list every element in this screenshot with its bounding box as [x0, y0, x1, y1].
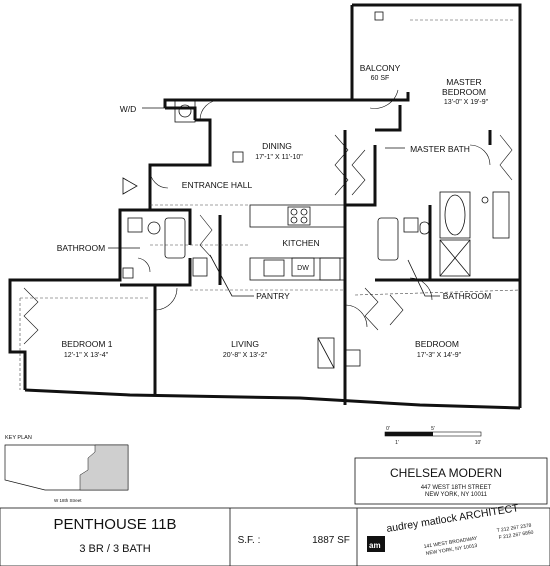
- key-plan-title: KEY PLAN: [5, 435, 32, 441]
- fixtures: [122, 11, 510, 369]
- entrance-hall-label: ENTRANCE HALL: [182, 180, 253, 190]
- key-plan: KEY PLAN W 18th Street: [4, 435, 129, 503]
- bedroom-dims: 17'-3" X 14'-9": [417, 352, 462, 359]
- wd-label: W/D: [120, 104, 137, 114]
- scale-1: 1': [395, 440, 399, 446]
- title-block: CHELSEA MODERN 447 WEST 18TH STREET NEW …: [0, 457, 550, 566]
- sink-icon: [263, 259, 285, 277]
- pantry-label: PANTRY: [256, 291, 290, 301]
- toilet-icon: [419, 221, 430, 235]
- balcony-label: BALCONY: [360, 63, 401, 73]
- doors: [23, 89, 513, 345]
- master-bath-label: MASTER BATH: [410, 144, 470, 154]
- master-bedroom-label: MASTER: [446, 77, 481, 87]
- sink-icon: [127, 217, 143, 233]
- kitchen-label: KITCHEN: [282, 238, 319, 248]
- dining-label: DINING: [262, 141, 292, 151]
- building-address-2: NEW YORK, NY 10011: [425, 492, 488, 498]
- bathtub-icon: [444, 194, 466, 236]
- master-bedroom-label-2: BEDROOM: [442, 87, 486, 97]
- column-icon: [122, 267, 134, 279]
- living-dims: 20'-8" X 13'-2": [223, 352, 268, 359]
- room-labels: BALCONY 60 SF MASTER BEDROOM 13'-0" X 19…: [57, 63, 491, 359]
- toilet-icon: [147, 221, 161, 235]
- scale-10: 10': [475, 440, 482, 446]
- dining-dims: 17'-1" X 11'-10": [255, 154, 303, 161]
- scale-5: 5': [431, 426, 435, 432]
- bathtub-icon: [164, 217, 186, 259]
- master-bedroom-dims: 13'-0" X 19'-9": [444, 99, 489, 106]
- washer-dryer-icon: [174, 99, 196, 123]
- balcony-area: 60 SF: [371, 75, 390, 82]
- unit-title: PENTHOUSE 11B: [53, 516, 176, 533]
- bedroom1-label: BEDROOM 1: [61, 339, 112, 349]
- unit-subtitle: 3 BR / 3 BATH: [79, 543, 150, 555]
- living-label: LIVING: [231, 339, 259, 349]
- entrance-arrow-icon: [122, 177, 138, 195]
- bathtub-icon: [377, 217, 399, 261]
- scale-0: 0': [386, 426, 390, 432]
- column-icon: [374, 11, 384, 21]
- leader-lines: [108, 107, 440, 297]
- interior-walls: [120, 105, 520, 405]
- building-name: CHELSEA MODERN: [390, 466, 502, 480]
- dishwasher-icon: [291, 257, 315, 277]
- dashed-lines: [19, 19, 521, 390]
- architect-phone: T 212 267 2378: [496, 523, 532, 534]
- column-icon: [317, 337, 335, 369]
- exterior-walls: [8, 3, 522, 410]
- bathroom-right-label: BATHROOM: [443, 291, 491, 301]
- vanity-icon: [492, 191, 510, 239]
- scale-bar: 0' 5' 1' 10': [384, 426, 482, 446]
- sf-label: S.F. :: [238, 535, 261, 546]
- logo-letters: am: [369, 541, 381, 550]
- architect-fax: F 212 267 6850: [498, 530, 534, 541]
- bathroom-left-label: BATHROOM: [57, 243, 105, 253]
- am-logo-icon: [367, 536, 385, 552]
- sf-value: 1887 SF: [312, 535, 350, 546]
- shower-icon: [439, 239, 471, 277]
- key-plan-street: W 18th Street: [54, 498, 82, 503]
- bedroom1-dims: 12'-1" X 13'-4": [64, 352, 109, 359]
- column-icon: [232, 151, 244, 163]
- bedroom-label: BEDROOM: [415, 339, 459, 349]
- dw-label: DW: [297, 265, 309, 272]
- stove-icon: [287, 206, 311, 226]
- building-address-1: 447 WEST 18TH STREET: [421, 485, 492, 491]
